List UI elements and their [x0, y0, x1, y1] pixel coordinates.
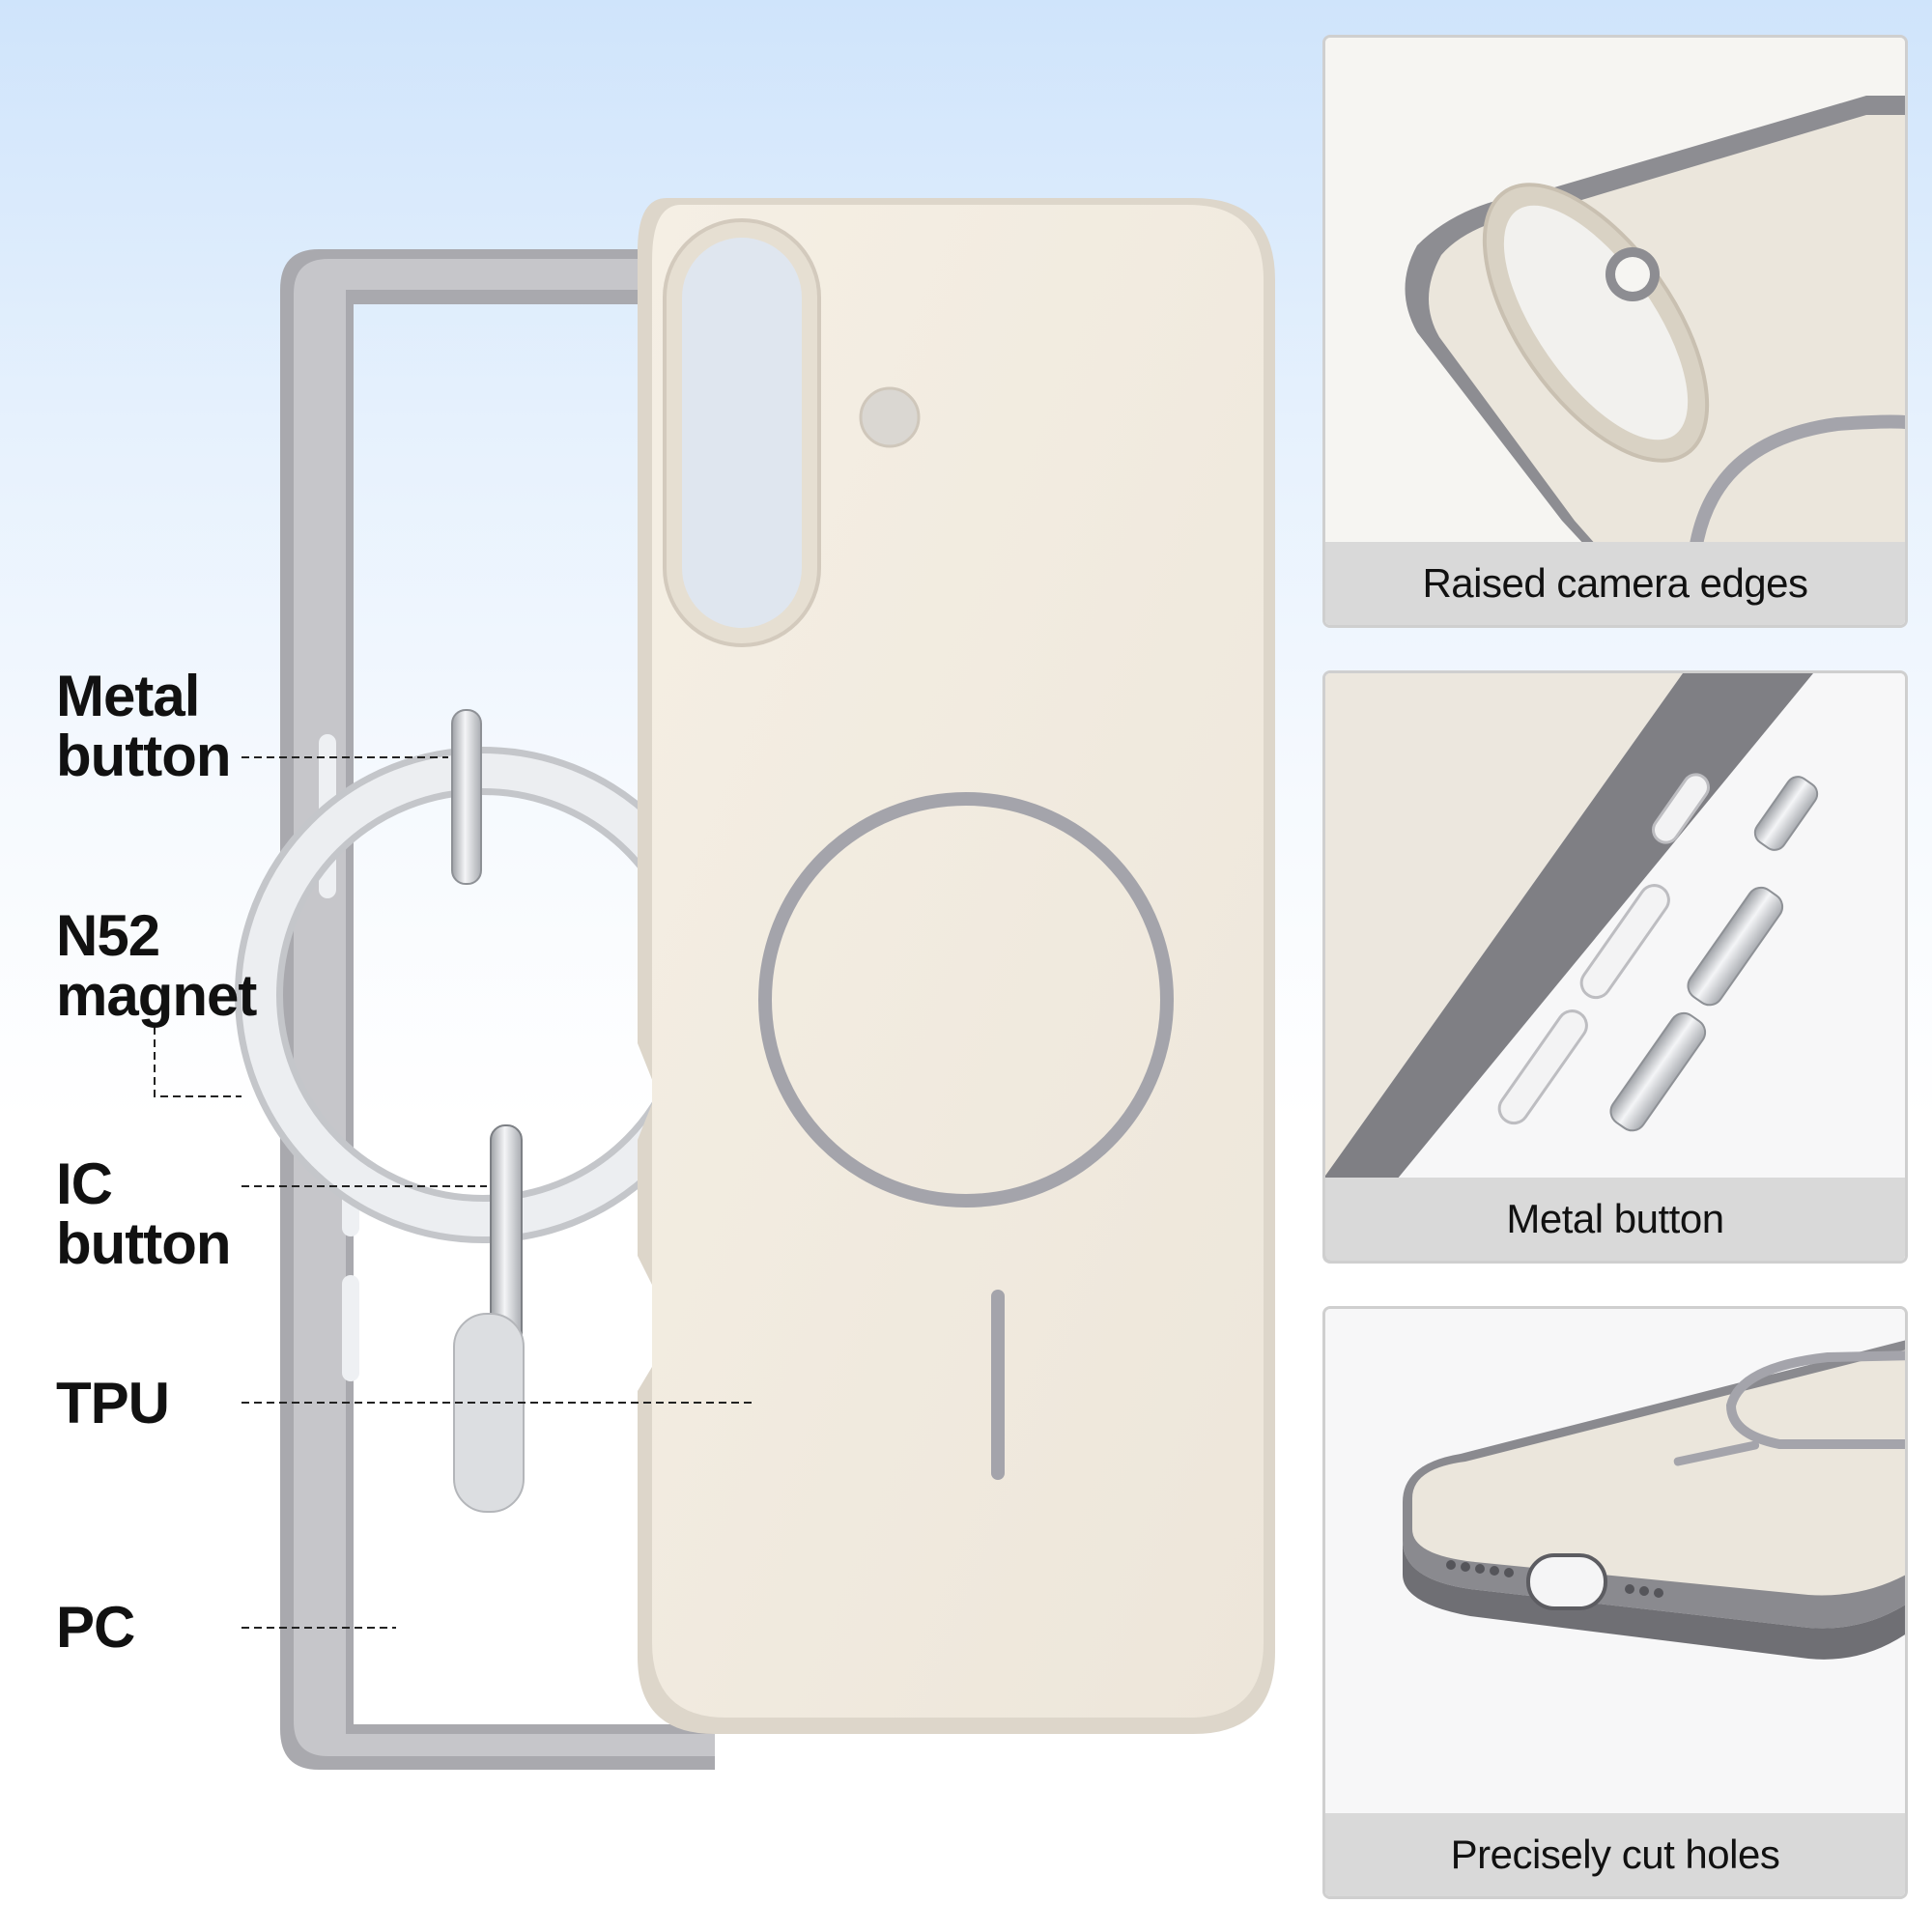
callout-tpu: TPU [56, 1371, 170, 1435]
callout-ic-button-line2: button [56, 1211, 232, 1276]
callout-pc: PC [56, 1595, 135, 1660]
panel-metal-button: Metal button [1322, 670, 1908, 1264]
camera-closeup-image [1325, 38, 1905, 625]
panel-precisely-cut-holes: Precisely cut holes [1322, 1306, 1908, 1899]
flash-hole [859, 386, 921, 448]
flash-opening-inner [1615, 257, 1650, 292]
metal-button-piece-1 [1753, 776, 1819, 851]
caption-metal-button: Metal button [1325, 1178, 1905, 1261]
callout-ic-button: IC button [56, 1151, 232, 1276]
leader-lines [154, 756, 753, 1629]
callout-metal-button-line2: button [56, 724, 232, 788]
case-back-shell [638, 198, 1275, 1734]
callout-tpu-line1: TPU [56, 1371, 170, 1435]
magsafe-arc [1686, 414, 1905, 589]
caption-precisely-cut-holes: Precisely cut holes [1325, 1813, 1905, 1896]
case-button-hole-2 [1579, 884, 1670, 1000]
callout-metal-button-line1: Metal [56, 664, 200, 728]
case-button-hole-3 [1497, 1009, 1588, 1125]
charging-port-hole [1526, 1553, 1607, 1610]
frame-button-hole-3 [342, 1275, 359, 1381]
callout-n52-magnet: N52 magnet [56, 903, 257, 1028]
callout-n52-magnet-line1: N52 [56, 903, 160, 968]
speaker-holes-left [1446, 1560, 1514, 1577]
camera-cutout-hole [682, 238, 802, 628]
callout-metal-button: Metal button [56, 664, 232, 788]
callout-pc-line1: PC [56, 1595, 135, 1660]
magsafe-arc-bottom [1725, 1350, 1905, 1449]
speaker-holes-right [1625, 1584, 1663, 1598]
camera-opening [1503, 205, 1689, 440]
leader-n52-magnet [154, 1027, 242, 1097]
panel-raised-camera-edges: Raised camera edges [1322, 35, 1908, 628]
caption-raised-camera-edges: Raised camera edges [1325, 542, 1905, 625]
callout-ic-button-line1: IC [56, 1151, 113, 1216]
ports-closeup-image [1325, 1309, 1905, 1896]
metal-button-piece-2 [1687, 886, 1784, 1007]
case-button-hole-1 [1652, 773, 1710, 844]
magsafe-ring [758, 792, 1174, 1208]
magsafe-alignment-line [991, 1290, 1005, 1480]
magsafe-line-bottom [1673, 1440, 1760, 1466]
callout-n52-magnet-line2: magnet [56, 963, 257, 1028]
metal-strip-part [453, 1313, 525, 1513]
metal-button-part [451, 709, 482, 885]
metal-button-piece-3 [1609, 1011, 1707, 1132]
button-closeup-image [1325, 673, 1905, 1261]
